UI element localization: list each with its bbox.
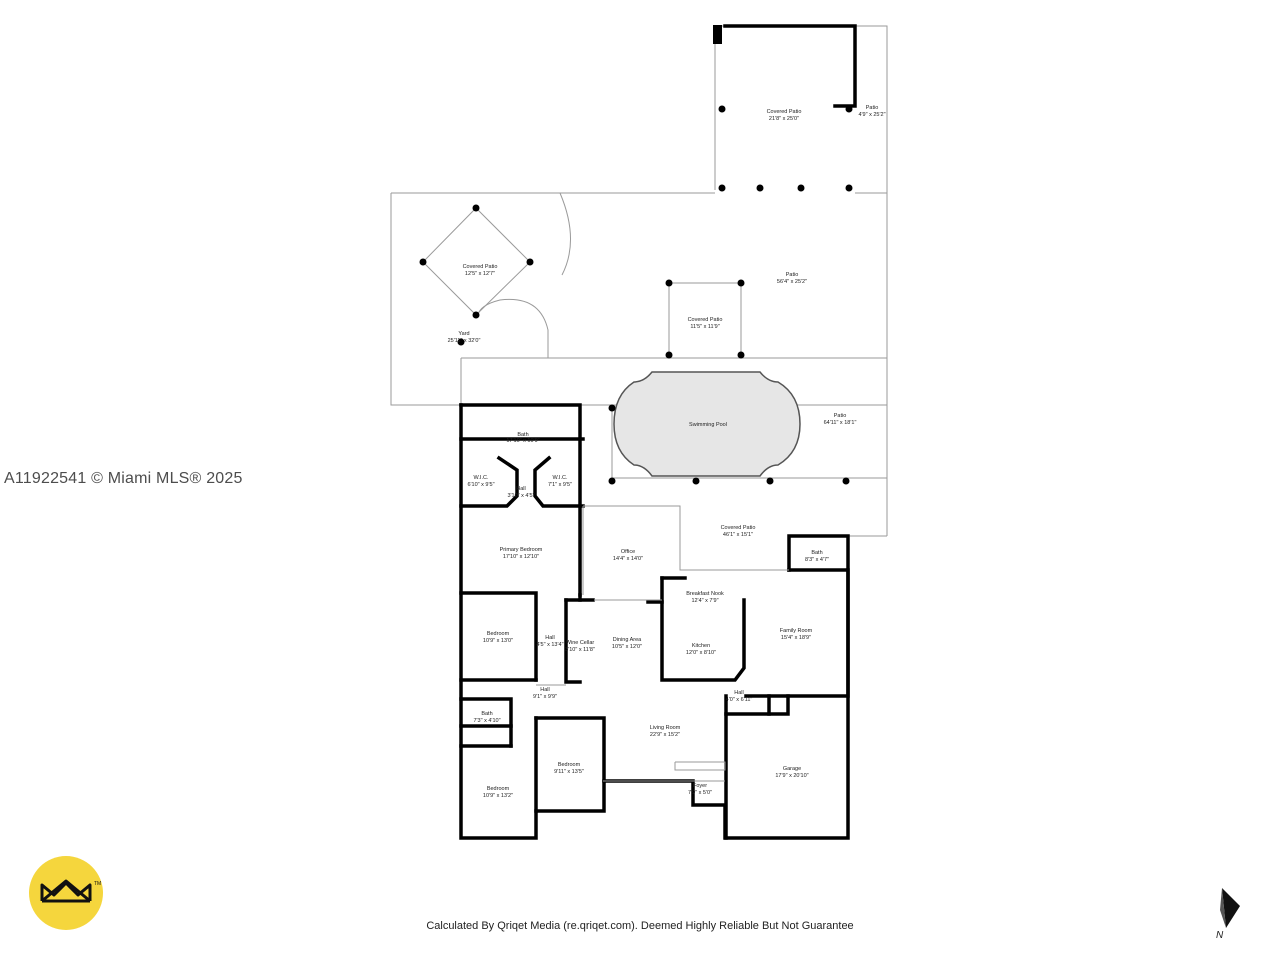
room-name: Living Room xyxy=(650,725,681,731)
room-name: Primary Bedroom xyxy=(500,547,543,553)
room-dims: 7'3" x 4'10" xyxy=(473,718,500,724)
room-dims: 4'5" x 13'4" xyxy=(536,642,563,648)
room-name: Family Room xyxy=(780,628,813,634)
room-name: Swimming Pool xyxy=(689,422,727,428)
swimming-pool xyxy=(613,371,801,477)
patio-columns xyxy=(419,105,853,485)
room-dims: 9'11" x 13'5" xyxy=(554,769,584,775)
room-dims: 21'8" x 25'0" xyxy=(769,116,799,122)
room-name: Covered Patio xyxy=(463,264,498,270)
room-name: W.I.C. xyxy=(553,475,568,481)
room-dims: 4'0" x 6'11" xyxy=(726,697,753,703)
room-name: Hall xyxy=(734,690,743,696)
mls-watermark: A11922541 © Miami MLS® 2025 xyxy=(4,470,243,487)
room-dims: 10'9" x 13'0" xyxy=(483,638,513,644)
room-name: Office xyxy=(621,549,635,555)
room-dims: 7'1" x 9'5" xyxy=(548,482,572,488)
room-name: Bedroom xyxy=(487,786,510,792)
north-arrow-icon xyxy=(1220,888,1240,928)
room-dims: 14'4" x 14'0" xyxy=(613,556,643,562)
room-name: Breakfast Nook xyxy=(686,591,724,597)
room-dims: 17'10" x 12'10" xyxy=(503,554,539,560)
room-dims: 56'4" x 25'2" xyxy=(777,279,807,285)
room-name: Covered Patio xyxy=(688,317,723,323)
room-name: W.I.C. xyxy=(474,475,489,481)
room-name: Covered Patio xyxy=(721,525,756,531)
footer-disclaimer: Calculated By Qriqet Media (re.qriqet.co… xyxy=(426,920,854,932)
room-name: Bedroom xyxy=(558,762,581,768)
room-name: Patio xyxy=(786,272,799,278)
room-name: Bath xyxy=(811,550,822,556)
room-dims: 10'9" x 13'2" xyxy=(483,793,513,799)
room-dims: 9'1" x 9'9" xyxy=(533,694,557,700)
room-dims: 15'4" x 18'9" xyxy=(781,635,811,641)
room-dims: 4'9" x 25'2" xyxy=(858,112,885,118)
room-name: Yard xyxy=(458,331,469,337)
room-name: Patio xyxy=(834,413,847,419)
room-dims: 22'9" x 15'2" xyxy=(650,732,680,738)
room-dims: 17'9" x 20'10" xyxy=(775,773,808,779)
room-name: Wine Cellar xyxy=(566,640,595,646)
room-name: Bedroom xyxy=(487,631,510,637)
room-dims: 3'10" x 11'8" xyxy=(565,647,595,653)
room-name: Bath xyxy=(481,711,492,717)
north-label: N xyxy=(1216,930,1224,941)
room-name: Dining Area xyxy=(613,637,642,643)
interior-thin-lines xyxy=(536,505,789,782)
room-name: Hall xyxy=(540,687,549,693)
room-name: Foyer xyxy=(693,783,707,789)
room-dims: 7'9" x 5'0" xyxy=(688,790,712,796)
room-name: Patio xyxy=(866,105,879,111)
room-dims: 12'0" x 8'10" xyxy=(686,650,716,656)
room-name: Bath xyxy=(517,432,528,438)
room-dims: 46'1" x 15'1" xyxy=(723,532,753,538)
qriqet-logo-icon: TM xyxy=(29,856,103,930)
room-dims: 8'3" x 4'7" xyxy=(805,557,829,563)
room-labels: Covered Patio 21'8" x 25'0" Patio 4'9" x… xyxy=(448,105,886,799)
room-name: Hall xyxy=(545,635,554,641)
room-dims: 3'10" x 4'5" xyxy=(507,493,534,499)
room-name: Hall xyxy=(516,486,525,492)
room-name: Garage xyxy=(783,766,801,772)
room-dims: 25'11" x 32'0" xyxy=(448,338,481,344)
room-dims: 11'5" x 11'9" xyxy=(690,324,719,330)
room-dims: 17'10" x 10'9" xyxy=(506,438,539,444)
svg-text:TM: TM xyxy=(94,881,101,887)
room-dims: 64'11" x 18'1" xyxy=(824,420,857,426)
room-dims: 12'4" x 7'9" xyxy=(691,598,718,604)
room-dims: 10'5" x 12'0" xyxy=(612,644,642,650)
room-dims: 12'5" x 12'7" xyxy=(465,271,495,277)
room-dims: 6'10" x 9'5" xyxy=(467,482,494,488)
room-name: Kitchen xyxy=(692,643,710,649)
room-name: Covered Patio xyxy=(767,109,802,115)
